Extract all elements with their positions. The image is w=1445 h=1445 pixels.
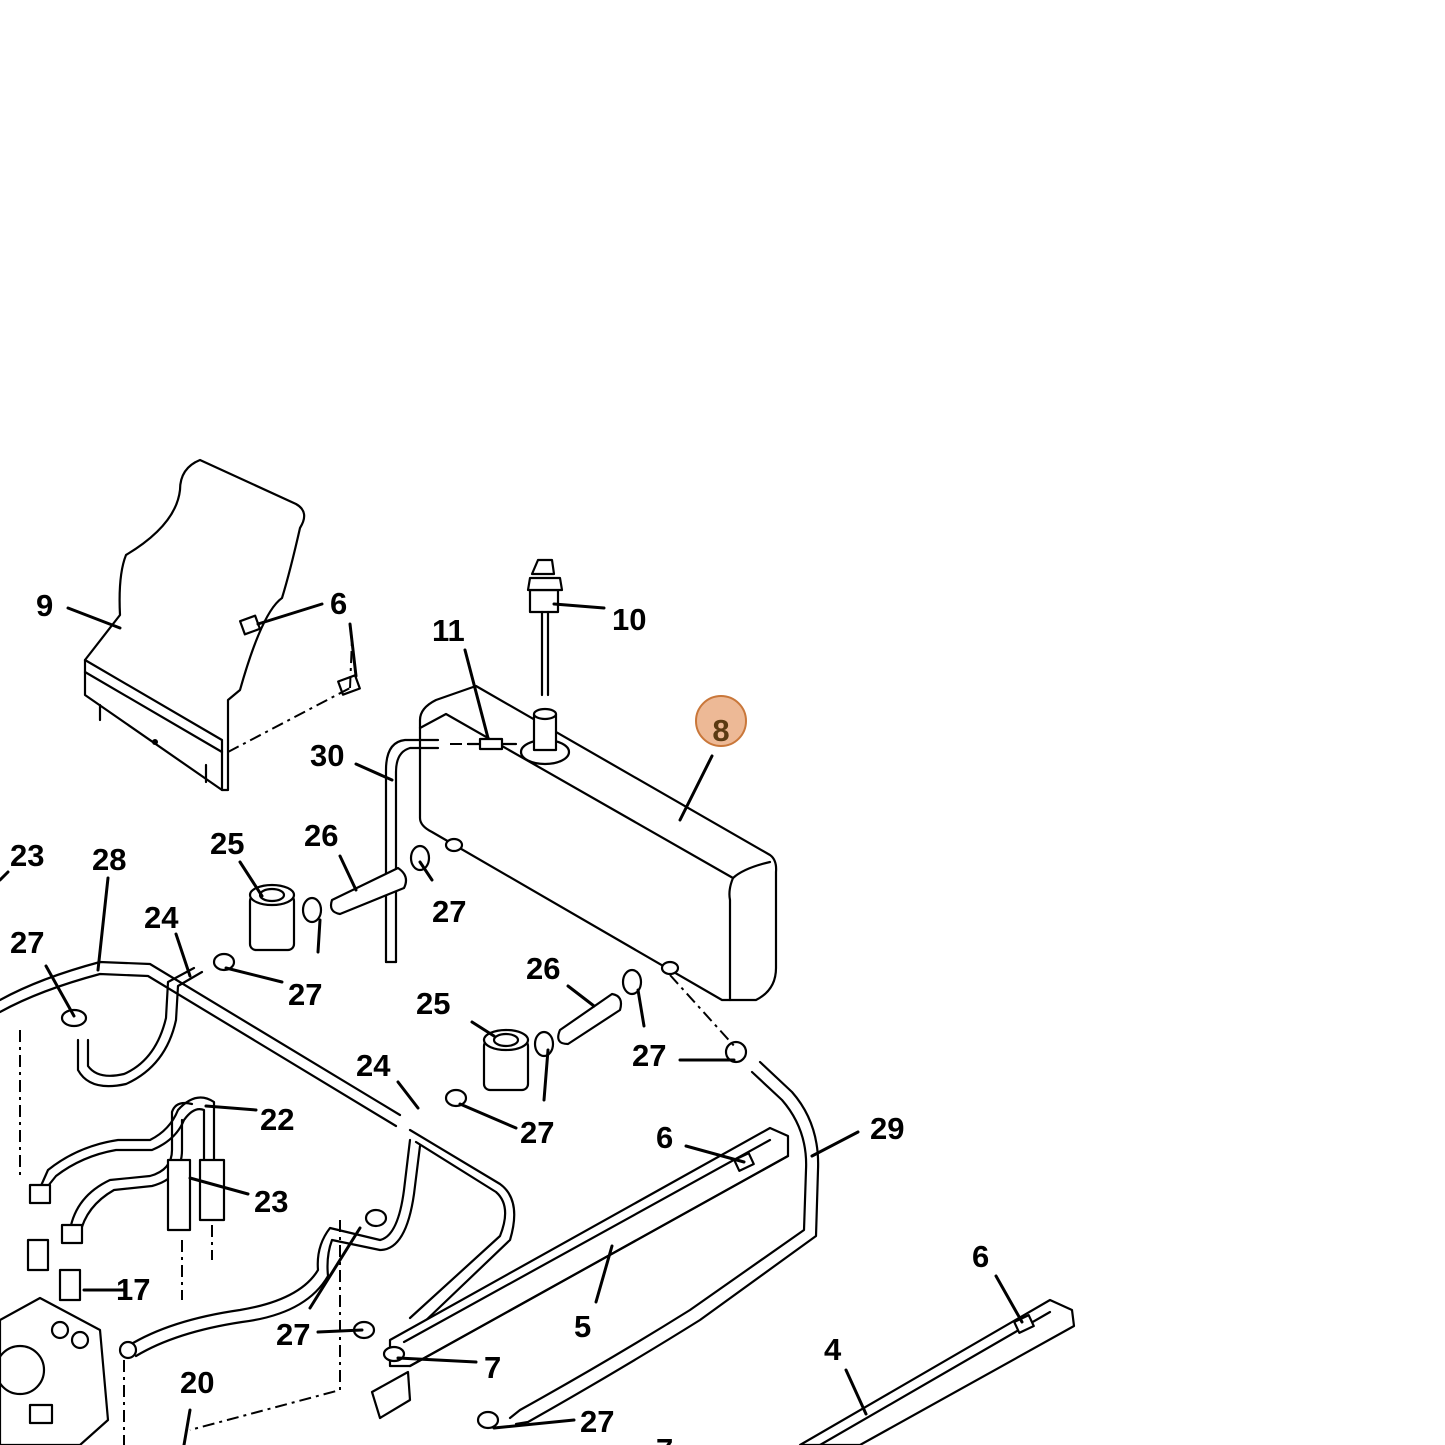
label-7-lower[interactable]: 7	[656, 1432, 673, 1445]
label-6-bracket-5[interactable]: 6	[656, 1120, 673, 1155]
label-27-tank-top[interactable]: 27	[432, 894, 466, 929]
label-17[interactable]: 17	[116, 1272, 150, 1307]
label-25-lower[interactable]: 25	[416, 986, 450, 1021]
part-30-vent-tube	[384, 738, 440, 964]
label-27-upper-filter[interactable]: 27	[288, 977, 322, 1012]
part-22-23-hoses	[28, 1096, 226, 1245]
label-7-upper[interactable]: 7	[484, 1350, 501, 1385]
label-26-lower[interactable]: 26	[526, 951, 560, 986]
label-23-top[interactable]: 23	[10, 838, 44, 873]
label-10[interactable]: 10	[612, 602, 646, 637]
highlight-circle	[695, 695, 747, 747]
label-27-left[interactable]: 27	[10, 925, 44, 960]
label-4[interactable]: 4	[824, 1332, 842, 1367]
fasteners-6-shield	[238, 614, 361, 696]
label-27-bracket[interactable]: 27	[276, 1317, 310, 1352]
label-29[interactable]: 29	[870, 1111, 904, 1146]
label-28[interactable]: 28	[92, 842, 126, 877]
label-5[interactable]: 5	[574, 1309, 591, 1344]
assembly-lines	[19, 639, 737, 1445]
part-26-hose-upper	[329, 866, 408, 916]
part-26-hose-lower	[557, 992, 623, 1046]
part-25-filter-lower	[482, 1028, 530, 1092]
leader-lines	[0, 602, 1024, 1445]
label-8: 8	[712, 713, 729, 748]
part-9-shield	[83, 458, 306, 792]
label-20[interactable]: 20	[180, 1365, 214, 1400]
pump-assembly	[0, 1238, 110, 1445]
label-11[interactable]: 11	[432, 613, 465, 648]
highlight-callout-8[interactable]: 8	[695, 695, 747, 748]
part-25-filter-upper	[248, 883, 296, 952]
label-24-lower[interactable]: 24	[356, 1048, 391, 1083]
label-23-bottom[interactable]: 23	[254, 1184, 288, 1219]
part-4-bracket	[798, 1298, 1076, 1445]
part-5-bracket	[370, 1126, 790, 1420]
label-27-bottom[interactable]: 27	[580, 1404, 614, 1439]
label-22[interactable]: 22	[260, 1102, 294, 1137]
label-6-bracket-4[interactable]: 6	[972, 1239, 989, 1274]
label-25-upper[interactable]: 25	[210, 826, 244, 861]
part-29-hose	[508, 1060, 820, 1426]
part-24-hose	[126, 1138, 422, 1358]
label-30[interactable]: 30	[310, 738, 344, 773]
part-10-dipstick	[526, 558, 564, 697]
label-24-upper[interactable]: 24	[144, 900, 179, 935]
label-27-tank-bottom[interactable]: 27	[632, 1038, 666, 1073]
label-26-upper[interactable]: 26	[304, 818, 338, 853]
label-27-lower-filter[interactable]: 27	[520, 1115, 554, 1150]
label-9[interactable]: 9	[36, 588, 53, 623]
part-labels: 9 6 11 10 30 23 28 25 26 27 24 27 27 26 …	[10, 586, 989, 1445]
label-6-shield[interactable]: 6	[330, 586, 347, 621]
part-8-tank	[418, 684, 778, 1002]
